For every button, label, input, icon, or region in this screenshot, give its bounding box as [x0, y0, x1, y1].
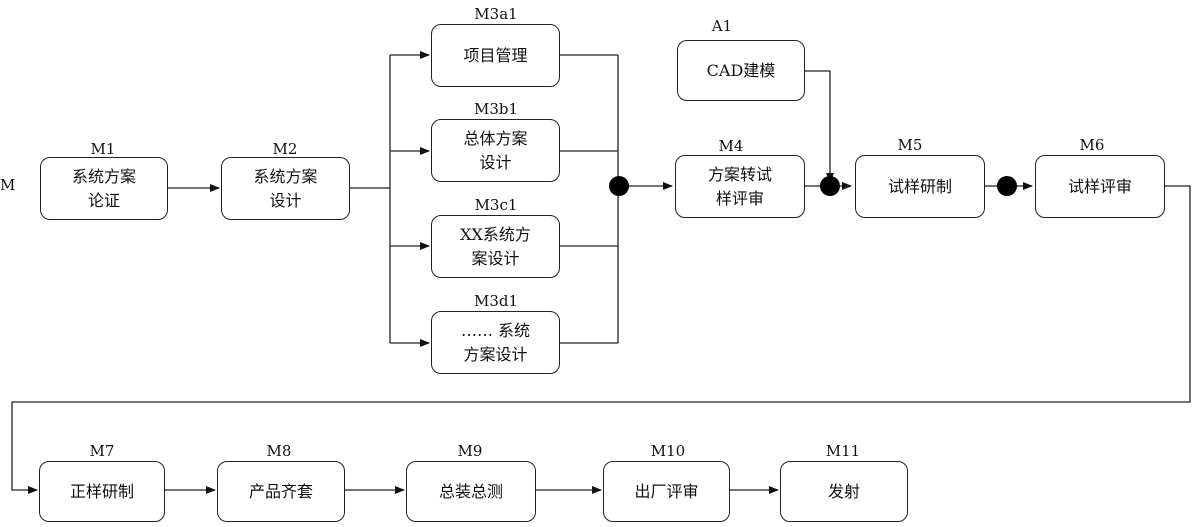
node-label-m3d1: M3d1	[473, 292, 519, 310]
node-m3a1: 项目管理	[431, 24, 560, 87]
m5-m6-junction	[997, 176, 1017, 196]
node-label-m3b1: M3b1	[473, 100, 519, 118]
node-m8: 产品齐套	[217, 461, 345, 522]
node-text-m5: 试样研制	[887, 176, 952, 196]
node-label-m11: M11	[825, 442, 861, 460]
node-label-m4: M4	[718, 137, 744, 155]
node-text-a1: CAD建模	[706, 60, 776, 80]
node-m1: 系统方案 论证	[40, 157, 168, 220]
node-m3b1: 总体方案 设计	[431, 119, 560, 182]
node-label-m1: M1	[90, 140, 116, 158]
node-label-m8: M8	[266, 442, 292, 460]
node-text-m2: 系统方案 设计	[253, 166, 318, 210]
node-m3d1: …… 系统 方案设计	[431, 311, 560, 374]
node-text-m3c1: XX系统方 案设计	[460, 224, 531, 268]
node-text-m9: 总装总测	[438, 481, 503, 501]
node-m11: 发射	[780, 461, 908, 522]
node-text-m3d1: …… 系统 方案设计	[460, 320, 531, 364]
node-text-m3a1: 项目管理	[463, 45, 528, 65]
merge-junction	[609, 176, 629, 196]
node-text-m1: 系统方案 论证	[71, 166, 136, 210]
node-text-m10: 出厂评审	[634, 481, 699, 501]
node-label-m6: M6	[1079, 136, 1105, 154]
node-m7: 正样研制	[39, 461, 165, 522]
node-m10: 出厂评审	[603, 461, 730, 522]
node-label-m7: M7	[89, 442, 115, 460]
node-a1: CAD建模	[677, 40, 805, 101]
node-text-m6: 试样评审	[1067, 176, 1132, 196]
edge-a1-junction	[805, 70, 834, 183]
node-label-m3a1: M3a1	[474, 5, 518, 23]
node-label-m3c1: M3c1	[474, 196, 518, 214]
node-text-m7: 正样研制	[69, 481, 134, 501]
node-text-m3b1: 总体方案 设计	[463, 128, 528, 172]
node-label-m10: M10	[650, 442, 686, 460]
edge-label-m: M	[0, 176, 16, 194]
node-text-m8: 产品齐套	[248, 481, 313, 501]
node-text-m11: 发射	[827, 481, 860, 501]
node-label-a1: A1	[711, 17, 733, 35]
node-text-m4: 方案转试 样评审	[707, 164, 772, 208]
edge-m6-m7	[11, 185, 1191, 494]
cad-junction	[820, 176, 840, 196]
node-m9: 总装总测	[406, 461, 536, 522]
node-label-m9: M9	[457, 442, 483, 460]
node-label-m2: M2	[272, 140, 298, 158]
node-m5: 试样研制	[855, 155, 985, 218]
node-m4: 方案转试 样评审	[675, 155, 805, 218]
node-m6: 试样评审	[1035, 155, 1165, 218]
node-label-m5: M5	[897, 136, 923, 154]
node-m2: 系统方案 设计	[221, 157, 350, 220]
node-m3c1: XX系统方 案设计	[431, 215, 560, 278]
